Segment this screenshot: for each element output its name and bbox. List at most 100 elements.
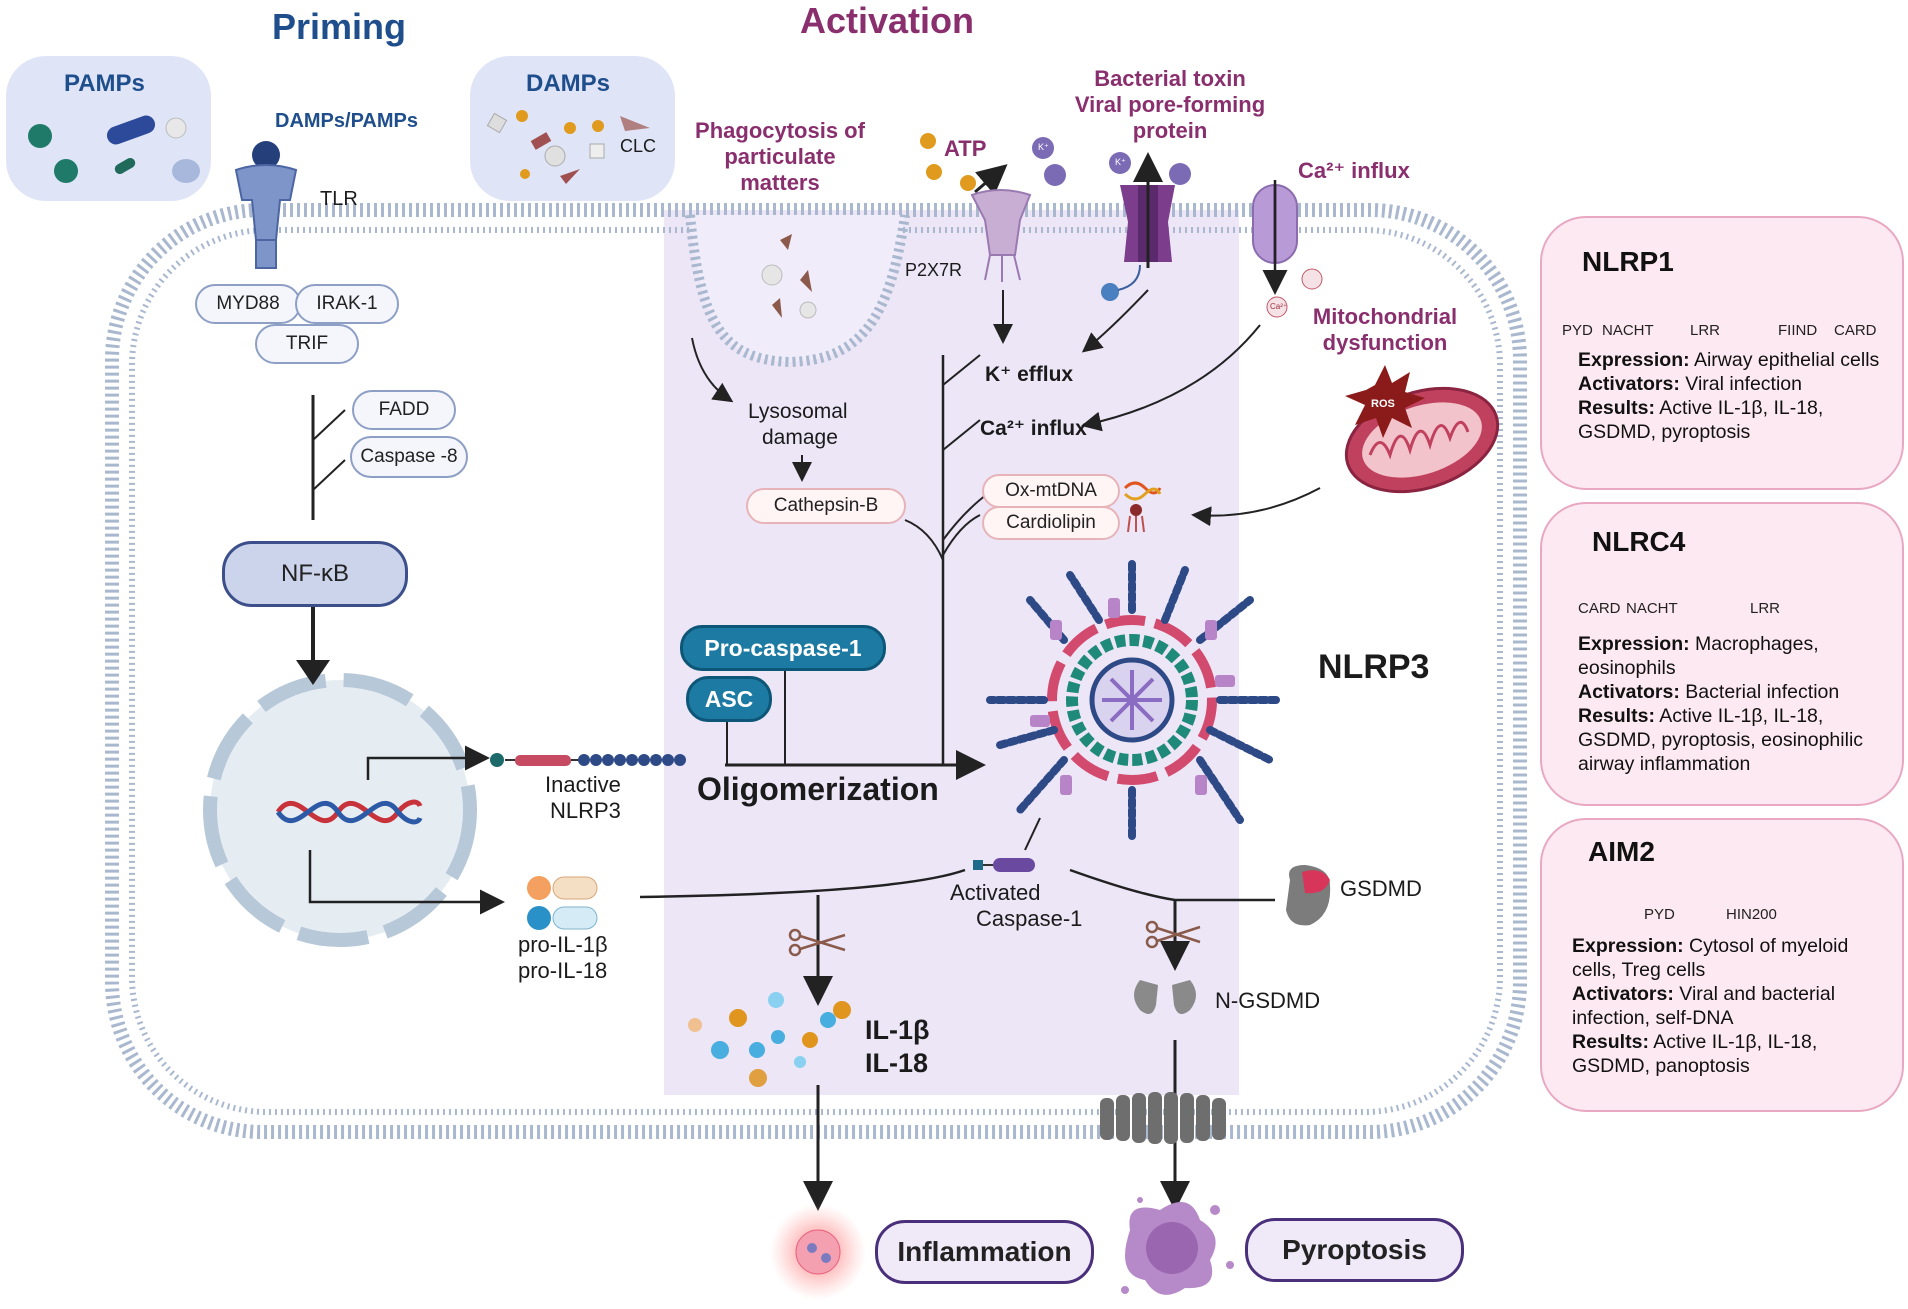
activated-caspase1-line2: Caspase-1 [976,906,1083,931]
ca-influx-top-label: Ca²⁺ influx [1298,158,1410,183]
ox-mtdna-pill: Ox-mtDNA [982,474,1120,508]
pathogen-icons [28,115,200,183]
asc-pill: ASC [686,676,772,722]
aim2-activators: Viral and bacterial infection, self-DNA [1572,983,1836,1029]
damps-label: DAMPs [526,70,611,97]
lysosomal-damage-line2: damage [762,426,838,449]
phagocytosis-label: Phagocytosis of particulate matters [680,118,880,196]
trif-pill: TRIF [255,324,359,364]
toxin-line3: protein [1132,118,1208,143]
cathepsin-b-pill: Cathepsin-B [746,488,906,524]
nlrp1-results: Active IL-1β, IL-18, GSDMD, pyroptosis [1578,397,1824,443]
nlrp1-domain-nacht: NACHT [1602,322,1654,339]
inactive-nlrp3-line2: NLRP3 [550,798,621,823]
k-efflux-label: K⁺ efflux [985,363,1074,386]
nlrp3-inflammasome [986,556,1284,844]
tlr-label: TLR [320,188,358,210]
nlrc4-activators: Bacterial infection [1685,681,1840,703]
ca-ion-1: Ca²⁺ [1270,302,1288,311]
inactive-nlrp3-line1: Inactive [545,772,621,797]
aim2-card: AIM2 PYD HIN200 Expression: Cytosol of m… [1540,818,1904,1112]
gsdmd-label: GSDMD [1340,876,1422,901]
nlrp3-label: NLRP3 [1318,648,1430,686]
nlrp1-domain-pyd: PYD [1562,322,1593,339]
inflammation-outcome: Inflammation [875,1220,1094,1284]
nlrc4-expression-label: Expression: [1578,633,1690,655]
nlrc4-activators-label: Activators: [1578,681,1680,703]
pro-caspase1-pill: Pro-caspase-1 [680,625,886,671]
toxin-line1: Bacterial toxin [1094,66,1246,91]
il1b-label: IL-1β [865,1015,930,1045]
nlrp1-domain-card: CARD [1834,322,1877,339]
aim2-results-label: Results: [1572,1031,1649,1053]
nlrc4-results-label: Results: [1578,705,1655,727]
aim2-expression: Cytosol of myeloid cells, Treg cells [1572,935,1849,981]
cell-membrane-inner [129,227,1503,1115]
ca-influx-label: Ca²⁺ influx [980,417,1087,440]
p2x7r-label: P2X7R [905,260,963,280]
nlrp1-card: NLRP1 PYD NACHT LRR FIIND CARD Expressio… [1540,216,1904,490]
nlrp1-expression: Airway epithelial cells [1693,349,1880,371]
mito-line1: Mitochondrial [1312,304,1458,329]
aim2-card-title: AIM2 [1588,836,1655,867]
nlrc4-expression: Macrophages, eosinophils [1578,633,1819,679]
irak1-pill: IRAK-1 [295,284,399,324]
k-ion-2: K⁺ [1115,157,1126,167]
toxin-line2: Viral pore-forming [1074,92,1266,117]
damps-pamps-label: DAMPs/PAMPs [275,110,418,132]
phagocytosis-pocket [685,214,910,368]
ngsdmd-label: N-GSDMD [1215,988,1321,1013]
nfkb-pill: NF-κB [222,541,408,607]
nlrp1-activators: Viral infection [1685,373,1803,395]
phagocytosis-line2: particulate [724,144,836,169]
nlrc4-domain-lrr: LRR [1750,600,1781,617]
oligomerization-label: Oligomerization [697,771,939,807]
aim2-domain-pyd: PYD [1644,906,1675,923]
nlrp1-card-text: Expression: Airway epithelial cells Acti… [1578,348,1898,444]
nlrp1-results-label: Results: [1578,397,1655,419]
cardiolipin-pill: Cardiolipin [982,506,1120,540]
pyroptotic-cell [1121,1197,1234,1295]
priming-title: Priming [272,6,407,47]
nlrc4-card-text: Expression: Macrophages, eosinophils Act… [1578,632,1898,776]
pro-il1b-label: pro-IL-1β [518,932,608,957]
fadd-pill: FADD [352,390,456,430]
clc-label: CLC [620,136,657,156]
lysosomal-damage-line1: Lysosomal [748,400,848,423]
nlrc4-card-title: NLRC4 [1592,526,1686,557]
nlrc4-card: NLRC4 CARD NACHT LRR Expression: Macroph… [1540,502,1904,806]
pamps-label: PAMPs [64,70,145,97]
aim2-expression-label: Expression: [1572,935,1684,957]
nlrp1-activators-label: Activators: [1578,373,1680,395]
nlrp1-domain-lrr: LRR [1690,322,1721,339]
pro-il18-label: pro-IL-18 [518,958,608,983]
pyroptosis-outcome: Pyroptosis [1245,1218,1464,1282]
ros-label: ROS [1371,398,1395,410]
atp-label: ATP [944,136,987,161]
toxin-label: Bacterial toxin Viral pore-forming prote… [1060,66,1280,144]
cell-membrane-outer [105,203,1527,1139]
gsdmd-pore [1100,1092,1226,1144]
nlrp1-domain-fiind: FIIND [1778,322,1818,339]
damage-icons [486,110,650,184]
phagocytosis-line1: Phagocytosis of [695,118,865,143]
aim2-activators-label: Activators: [1572,983,1674,1005]
mito-label: Mitochondrial dysfunction [1300,304,1470,356]
nlrc4-domain-nacht: NACHT [1626,600,1678,617]
aim2-results: Active IL-1β, IL-18, GSDMD, panoptosis [1572,1031,1818,1077]
nlrc4-results: Active IL-1β, IL-18, GSDMD, pyroptosis, … [1578,705,1864,775]
aim2-card-text: Expression: Cytosol of myeloid cells, Tr… [1572,934,1892,1078]
phagocytosis-line3: matters [740,170,820,195]
nlrp1-expression-label: Expression: [1578,349,1690,371]
activated-caspase1-line1: Activated [950,880,1041,905]
il18-label: IL-18 [865,1048,929,1078]
k-ion-1: K⁺ [1038,142,1049,152]
activation-title: Activation [800,0,975,41]
aim2-domain-hin200: HIN200 [1726,906,1777,923]
nlrp1-card-title: NLRP1 [1582,246,1674,277]
caspase8-pill: Caspase -8 [350,436,468,478]
mito-line2: dysfunction [1322,330,1448,355]
nlrc4-domain-card: CARD [1578,600,1621,617]
ros-burst [1345,365,1425,438]
myd88-pill: MYD88 [195,284,301,324]
